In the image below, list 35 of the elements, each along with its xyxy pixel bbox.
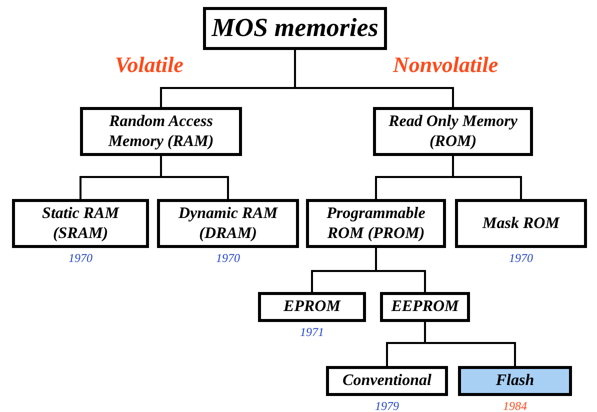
memory-type-box xyxy=(258,292,366,322)
connector-line xyxy=(160,156,229,199)
connector-line xyxy=(375,248,426,292)
node-label: Read Only Memory (ROM) xyxy=(388,112,518,152)
node-label: Random Access Memory (RAM) xyxy=(107,112,215,152)
node-label: Mask ROM xyxy=(482,214,560,234)
memory-type-box xyxy=(455,199,587,248)
category-label: Nonvolatile xyxy=(393,52,498,78)
year-note: 1984 xyxy=(502,399,528,412)
memory-type-box xyxy=(373,107,533,156)
memory-type-box xyxy=(326,366,448,396)
memory-type-box xyxy=(12,199,149,248)
node-label: EPROM xyxy=(284,297,340,317)
year-note: 1970 xyxy=(508,251,534,266)
node-label: EEPROM xyxy=(391,297,459,317)
node-label: Programmable ROM (PROM) xyxy=(326,204,426,244)
connector-line xyxy=(294,50,454,107)
connector-line xyxy=(424,322,516,366)
memory-type-box xyxy=(458,366,572,396)
year-note: 1970 xyxy=(68,251,94,266)
memory-type-box xyxy=(80,107,242,156)
memory-type-box xyxy=(380,292,470,322)
year-note: 1979 xyxy=(374,399,400,412)
category-label: Volatile xyxy=(115,52,184,78)
node-label: Conventional xyxy=(342,371,432,391)
year-note: 1971 xyxy=(299,325,325,340)
title-box xyxy=(203,7,387,50)
memory-type-box xyxy=(157,199,299,248)
connector-line xyxy=(452,156,522,199)
year-note: 1970 xyxy=(215,251,241,266)
node-label: MOS memories xyxy=(212,12,378,44)
node-label: Static RAM (SRAM) xyxy=(41,204,120,244)
node-label: Dynamic RAM (DRAM) xyxy=(177,204,279,244)
memory-type-box xyxy=(306,199,446,248)
node-label: Flash xyxy=(496,371,534,391)
